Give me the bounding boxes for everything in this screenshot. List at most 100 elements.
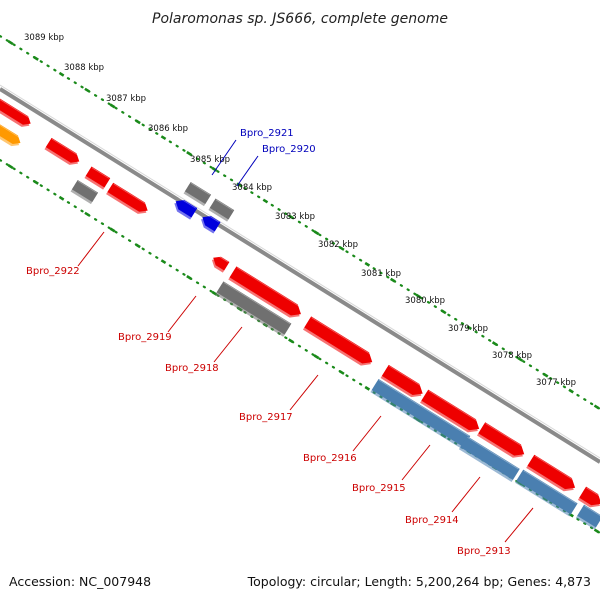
ruler-tick xyxy=(160,135,167,141)
svg-text:Bpro_2918: Bpro_2918 xyxy=(165,363,219,374)
gene-feature-red xyxy=(84,166,111,190)
ruler-tick xyxy=(262,198,269,204)
ruler-tick xyxy=(542,372,549,378)
ruler-tick xyxy=(160,259,167,265)
gene-label-inner: Bpro_2915 xyxy=(352,444,431,494)
gene-feature-gray xyxy=(183,181,212,207)
ruler-tick xyxy=(84,211,90,217)
gene-label-inner: Bpro_2913 xyxy=(457,507,534,557)
ruler-tick xyxy=(313,354,320,360)
accession-text: Accession: NC_007948 xyxy=(9,574,152,589)
gene-feature-orange xyxy=(0,120,23,147)
genome-backbone xyxy=(0,84,600,464)
scale-label: 3086 kbp xyxy=(148,124,188,134)
scale-rulers xyxy=(0,34,600,535)
outer-scale-ruler xyxy=(0,34,600,411)
gene-label-outer: Bpro_2921 xyxy=(211,128,294,176)
ruler-tick xyxy=(135,119,141,125)
ruler-tick xyxy=(288,214,294,220)
scale-label: 3085 kbp xyxy=(190,155,230,165)
ruler-tick xyxy=(109,103,116,109)
gene-label-inner: Bpro_2919 xyxy=(118,295,197,343)
gene-feature-gray xyxy=(208,198,235,222)
ruler-tick xyxy=(33,56,39,61)
svg-text:Bpro_2921: Bpro_2921 xyxy=(240,128,294,139)
ruler-tick xyxy=(415,293,422,299)
svg-text:Bpro_2917: Bpro_2917 xyxy=(239,412,293,423)
gene-feature-steel xyxy=(458,436,520,483)
ruler-tick xyxy=(491,341,498,346)
ruler-tick xyxy=(466,325,473,331)
scale-label: 3079 kbp xyxy=(448,324,488,334)
gene-feature-steel xyxy=(370,378,471,450)
ruler-tick xyxy=(389,277,396,283)
scale-label: 3078 kbp xyxy=(492,351,532,361)
ruler-tick xyxy=(339,246,345,251)
gene-feature-red xyxy=(420,389,482,433)
svg-text:Bpro_2919: Bpro_2919 xyxy=(118,332,172,343)
gene-label-inner: Bpro_2922 xyxy=(26,231,105,277)
scale-label: 3081 kbp xyxy=(361,269,401,279)
ruler-tick xyxy=(7,164,14,170)
gene-label-outer: Bpro_2920 xyxy=(236,144,316,187)
gene-feature-red xyxy=(211,254,230,273)
gene-feature-blue xyxy=(201,213,221,234)
gene-feature-red xyxy=(106,182,150,214)
gene-label-inner: Bpro_2917 xyxy=(239,374,319,423)
gene-labels: Bpro_2921Bpro_2920Bpro_2922Bpro_2919Bpro… xyxy=(26,128,534,557)
ruler-tick xyxy=(593,528,600,534)
ruler-tick xyxy=(135,243,141,249)
svg-text:Bpro_2922: Bpro_2922 xyxy=(26,266,80,277)
gene-feature-red xyxy=(526,454,578,492)
scale-label: 3087 kbp xyxy=(106,94,146,104)
gene-feature-red xyxy=(380,364,426,398)
ruler-tick xyxy=(339,370,345,375)
scale-label: 3082 kbp xyxy=(318,240,358,250)
ruler-tick xyxy=(186,151,192,156)
gene-feature-gray xyxy=(70,179,99,205)
gene-feature-red xyxy=(302,316,375,366)
gene-label-inner: Bpro_2916 xyxy=(303,415,382,464)
ruler-tick xyxy=(288,338,294,344)
scale-label: 3088 kbp xyxy=(64,63,104,73)
ruler-tick xyxy=(440,309,447,315)
ruler-tick xyxy=(109,227,116,233)
gene-label-inner: Bpro_2918 xyxy=(165,326,243,374)
ruler-tick xyxy=(58,71,65,77)
gene-feature-red xyxy=(0,96,33,127)
ruler-tick xyxy=(58,195,65,201)
ruler-tick xyxy=(84,87,90,93)
gene-feature-steel xyxy=(515,469,578,517)
topology-stats-text: Topology: circular; Length: 5,200,264 bp… xyxy=(247,574,591,589)
ruler-tick xyxy=(568,388,574,394)
gene-label-inner: Bpro_2914 xyxy=(405,476,481,526)
scale-label: 3080 kbp xyxy=(405,296,445,306)
ruler-tick xyxy=(364,261,371,267)
gene-feature-steel xyxy=(575,504,600,530)
svg-text:Bpro_2914: Bpro_2914 xyxy=(405,515,459,526)
ruler-tick xyxy=(186,275,192,280)
gene-feature-red xyxy=(44,137,82,165)
scale-label: 3083 kbp xyxy=(275,212,315,222)
ruler-tick xyxy=(517,356,523,362)
gene-feature-red xyxy=(477,422,527,458)
ruler-tick xyxy=(593,404,600,410)
gene-feature-red xyxy=(577,486,600,508)
svg-text:Bpro_2915: Bpro_2915 xyxy=(352,483,406,494)
scale-label: 3089 kbp xyxy=(24,33,64,43)
ruler-tick xyxy=(7,40,14,46)
map-title: Polaromonas sp. JS666, complete genome xyxy=(152,11,448,27)
scale-labels: 3089 kbp 3088 kbp 3087 kbp 3086 kbp 3085 kbp… xyxy=(24,33,576,388)
gene-features xyxy=(0,96,600,530)
svg-text:Bpro_2913: Bpro_2913 xyxy=(457,546,511,557)
svg-text:Bpro_2920: Bpro_2920 xyxy=(262,144,316,155)
scale-label: 3084 kbp xyxy=(232,183,272,193)
gene-feature-red xyxy=(228,266,304,318)
gene-feature-blue xyxy=(174,197,198,220)
ruler-tick xyxy=(313,230,320,236)
ruler-tick xyxy=(33,180,39,185)
gene-feature-gray xyxy=(215,281,292,337)
ruler-tick xyxy=(364,385,371,391)
svg-text:Bpro_2916: Bpro_2916 xyxy=(303,453,357,464)
